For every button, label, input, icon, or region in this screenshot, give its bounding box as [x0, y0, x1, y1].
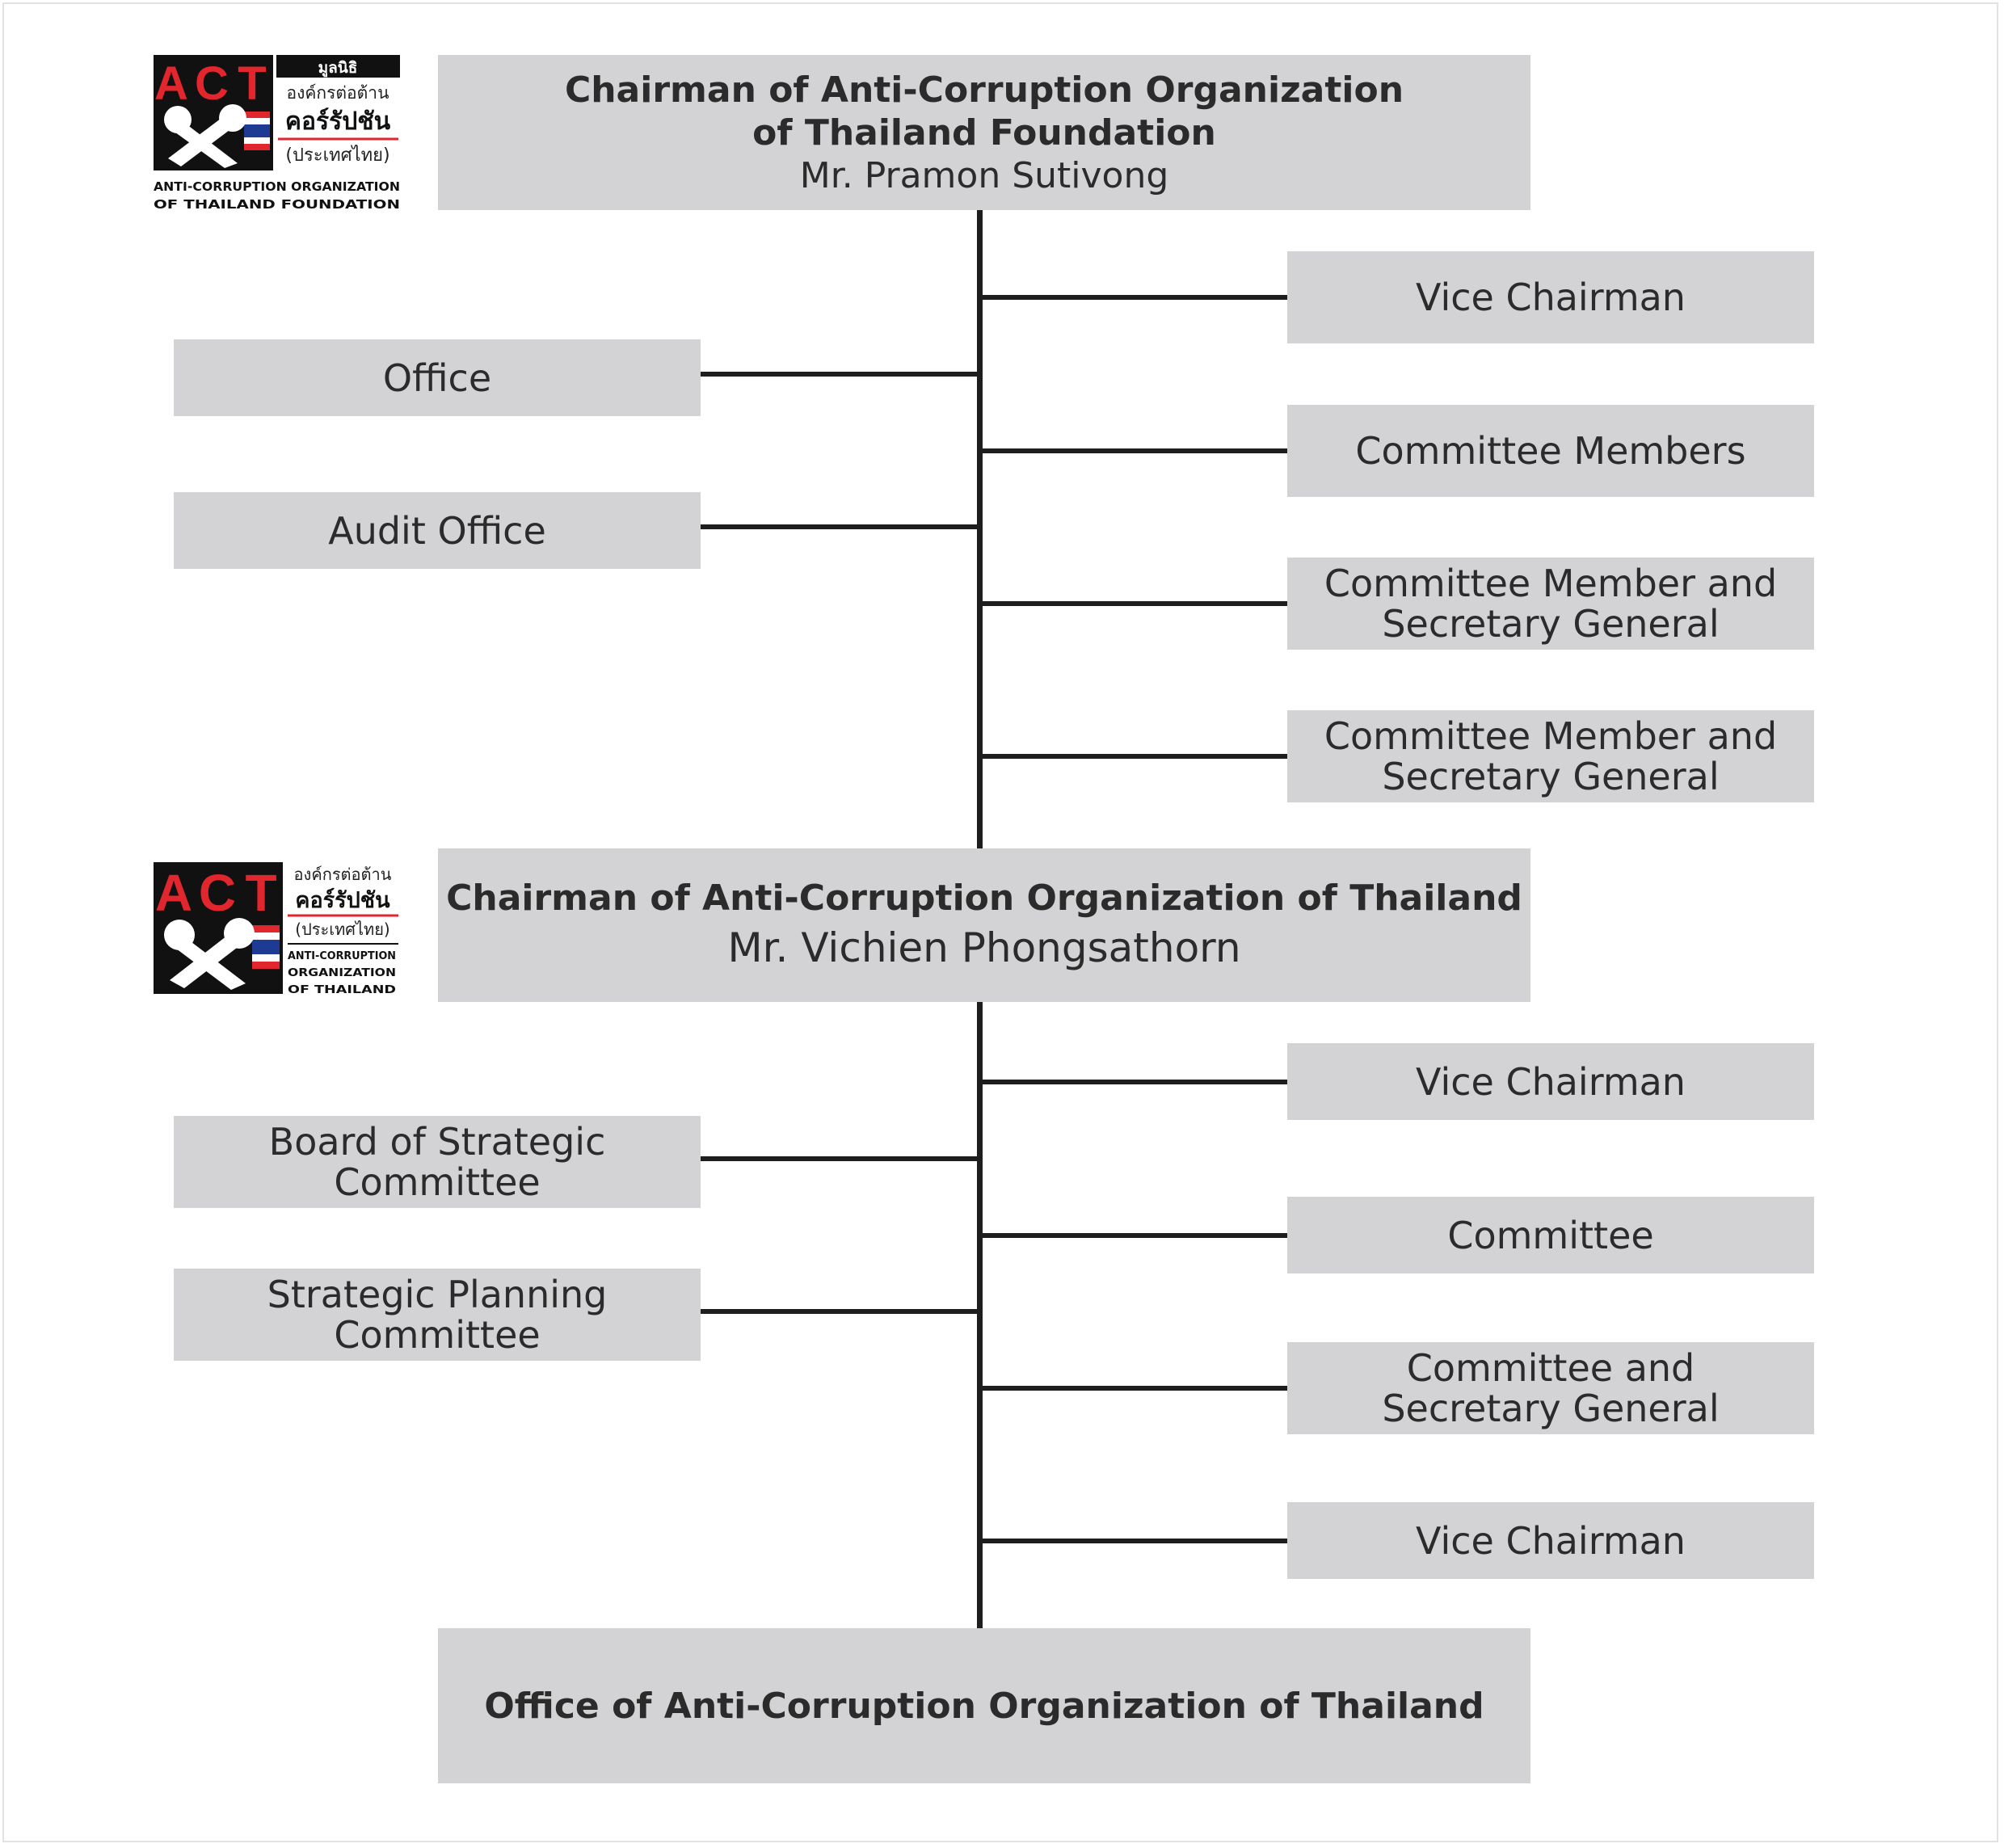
foundation-member-secretary-label-2: Committee Member and Secretary General [1324, 714, 1778, 798]
logo-thai-line: (ประเทศไทย) [285, 145, 389, 166]
connector-audit-office [700, 524, 979, 529]
organization-chairman-name: Mr. Vichien Phongsathorn [727, 924, 1241, 971]
foundation-chairman-box: Chairman of Anti-Corruption Organization… [438, 55, 1530, 210]
foundation-office-box: Office [174, 339, 701, 416]
connector-committee [979, 1233, 1287, 1238]
organization-board-strategic-box: Board of Strategic Committee [174, 1116, 701, 1208]
organization-chairman-box: Chairman of Anti-Corruption Organization… [438, 848, 1530, 1002]
organization-committee-label: Committee [1447, 1213, 1654, 1257]
foundation-audit-office-box: Audit Office [174, 492, 701, 569]
connector-board-strategic [700, 1156, 979, 1161]
foundation-office-label: Office [382, 356, 492, 400]
connector-member-secretary-2 [979, 754, 1287, 759]
logo-letter-t: T [238, 57, 266, 110]
connector-committee-members [979, 448, 1287, 453]
connector-member-secretary-1 [979, 601, 1287, 606]
logo-english-line: OF THAILAND [288, 984, 396, 994]
foundation-chairman-name: Mr. Pramon Sutivong [799, 154, 1169, 196]
foundation-member-secretary-label-1: Committee Member and Secretary General [1324, 562, 1778, 646]
logo-letter-a: A [154, 57, 188, 110]
organization-board-strategic-label: Board of Strategic Committee [268, 1120, 606, 1204]
foundation-audit-office-label: Audit Office [328, 508, 546, 553]
logo-letter-c: C [199, 864, 236, 922]
logo-thai-line: คอร์รัปชัน [295, 887, 390, 913]
connector-strategic-planning [700, 1309, 979, 1314]
organization-vice-chairman-box-2: Vice Chairman [1287, 1502, 1814, 1579]
connector-office [700, 372, 979, 377]
organization-strategic-planning-box: Strategic Planning Committee [174, 1269, 701, 1361]
crossed-fists-icon [164, 104, 246, 168]
foundation-committee-members-box: Committee Members [1287, 405, 1814, 497]
logo-english-line: ANTI-CORRUPTION [288, 950, 396, 962]
organization-committee-box: Committee [1287, 1197, 1814, 1273]
foundation-vice-chairman-box: Vice Chairman [1287, 251, 1814, 343]
connector-committee-secretary [979, 1386, 1287, 1391]
connector-vice-chairman-1 [979, 295, 1287, 300]
organization-vice-chairman-box-1: Vice Chairman [1287, 1043, 1814, 1120]
logo-thai-line: คอร์รัปชัน [285, 107, 391, 136]
crossed-fists-icon [164, 918, 255, 990]
logo-thai-line: องค์กรต่อต้าน [287, 83, 389, 103]
foundation-vice-chairman-label: Vice Chairman [1416, 276, 1686, 319]
act-foundation-logo: A C T มูลนิธิ องค์กรต่อต้าน คอร์รัปชัน (… [154, 55, 400, 212]
logo-english-line: ANTI-CORRUPTION ORGANIZATION [154, 179, 400, 194]
connector-vice-chairman-3 [979, 1539, 1287, 1543]
organization-chairman-title: Chairman of Anti-Corruption Organization… [446, 878, 1522, 919]
trunk-line-bottom [977, 1002, 983, 1628]
logo-letter-t: T [245, 864, 276, 922]
act-organization-logo: A C T องค์กรต่อต้าน คอร์รัปชัน (ประเทศไท… [154, 862, 398, 994]
logo-letter-a: A [155, 864, 192, 922]
office-of-organization-box: Office of Anti-Corruption Organization o… [438, 1628, 1530, 1783]
connector-vice-chairman-2 [979, 1080, 1287, 1084]
logo-english-line: ORGANIZATION [288, 967, 396, 979]
foundation-committee-members-label: Committee Members [1355, 429, 1746, 473]
organization-strategic-planning-label: Strategic Planning Committee [267, 1273, 608, 1357]
logo-english-line: OF THAILAND FOUNDATION [154, 197, 400, 212]
logo-thai-line: มูลนิธิ [318, 59, 358, 78]
foundation-member-secretary-box-2: Committee Member and Secretary General [1287, 710, 1814, 802]
organization-vice-chairman-label-1: Vice Chairman [1416, 1059, 1686, 1104]
office-of-organization-title: Office of Anti-Corruption Organization o… [484, 1685, 1484, 1727]
organization-vice-chairman-label-2: Vice Chairman [1416, 1518, 1686, 1563]
foundation-member-secretary-box-1: Committee Member and Secretary General [1287, 558, 1814, 650]
logo-letter-c: C [195, 57, 229, 110]
organization-committee-secretary-box: Committee and Secretary General [1287, 1342, 1814, 1434]
foundation-chairman-title: Chairman of Anti-Corruption Organization… [564, 69, 1404, 154]
logo-thai-line: องค์กรต่อต้าน [294, 865, 392, 884]
logo-thai-line: (ประเทศไทย) [295, 920, 389, 939]
organization-committee-secretary-label: Committee and Secretary General [1382, 1346, 1720, 1430]
trunk-line-top [977, 209, 983, 848]
